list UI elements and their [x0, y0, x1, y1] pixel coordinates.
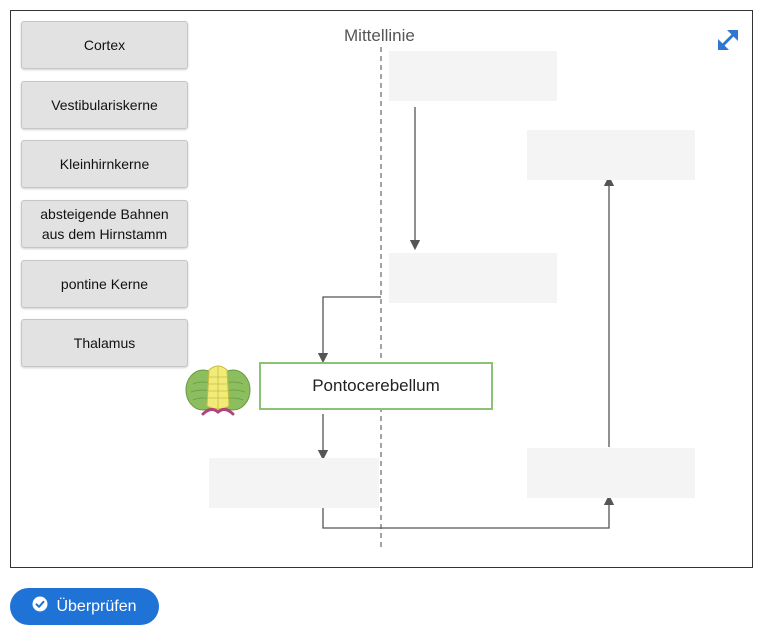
midline-label: Mittellinie	[344, 26, 415, 45]
cerebellum-icon	[185, 360, 251, 420]
check-circle-icon	[32, 596, 48, 617]
pontocerebellum-label: Pontocerebellum	[312, 376, 440, 395]
drag-drop-task-frame: Cortex Vestibulariskerne Kleinhirnkerne …	[10, 10, 753, 568]
drop-zone-2[interactable]	[527, 130, 695, 180]
drop-zone-4[interactable]	[209, 458, 379, 508]
chip-kleinhirnkerne[interactable]: Kleinhirnkerne	[21, 140, 188, 188]
chip-thalamus[interactable]: Thalamus	[21, 319, 188, 367]
chip-absteigende-bahnen[interactable]: absteigende Bahnen aus dem Hirnstamm	[21, 200, 188, 248]
check-button[interactable]: Überprüfen	[10, 588, 159, 625]
chip-pontine-kerne[interactable]: pontine Kerne	[21, 260, 188, 308]
connector-lines	[317, 47, 615, 551]
drop-zone-3[interactable]	[389, 253, 557, 303]
chip-cortex[interactable]: Cortex	[21, 21, 188, 69]
expand-arrows-icon[interactable]	[715, 27, 741, 53]
drop-zone-5[interactable]	[527, 448, 695, 498]
pontocerebellum-box: Pontocerebellum	[259, 362, 493, 410]
drop-zone-1[interactable]	[389, 51, 557, 101]
check-button-label: Überprüfen	[56, 597, 137, 615]
chip-vestibulariskerne[interactable]: Vestibulariskerne	[21, 81, 188, 129]
